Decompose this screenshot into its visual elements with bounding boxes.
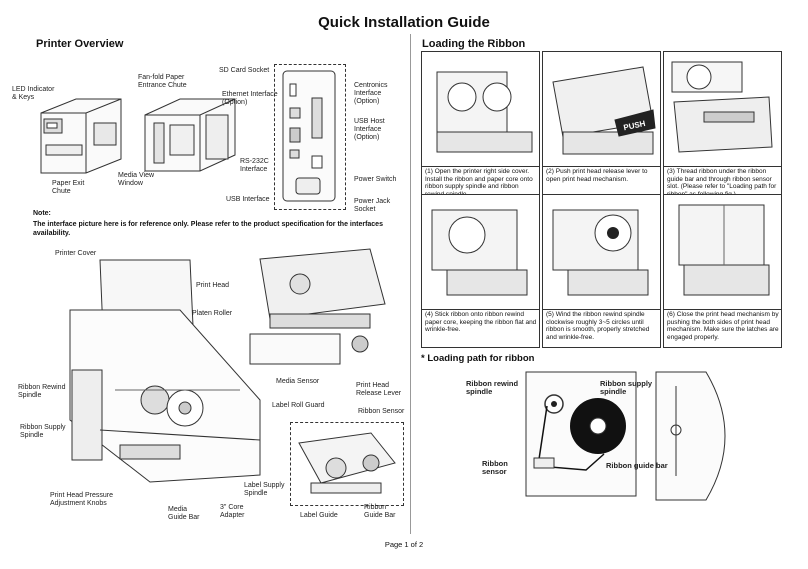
label-sd-card: SD Card Socket xyxy=(219,67,270,74)
label-label-guide: Label Guide xyxy=(300,512,338,519)
step-cell-3: (3) Thread ribbon under the ribbon guide… xyxy=(663,51,782,205)
label-media-guide-bar: Media Guide Bar xyxy=(168,506,200,521)
step-cell-5: (5) Wind the ribbon rewind spindle clock… xyxy=(542,194,661,348)
label-platen-roller: Platen Roller xyxy=(192,310,233,317)
step-6-caption: (6) Close the print head mechanism by pu… xyxy=(667,311,779,341)
label-led-indicator: LED Indicator & Keys xyxy=(12,86,55,101)
printer-rear-illustration xyxy=(140,95,240,175)
label-usb: USB Interface xyxy=(226,196,270,203)
note-heading: Note: xyxy=(33,210,51,217)
column-divider xyxy=(410,34,411,534)
step-6-illustration xyxy=(664,195,781,310)
step-cell-6: (6) Close the print head mechanism by pu… xyxy=(663,194,782,348)
note-text: The interface picture here is for refere… xyxy=(33,221,383,237)
label-paper-exit: Paper Exit Chute xyxy=(52,180,85,195)
label-print-head-release: Print Head Release Lever xyxy=(356,382,402,397)
ribbon-sensor-inset xyxy=(290,422,404,506)
label-path-rewind: Ribbon rewind spindle xyxy=(466,379,519,396)
step-1-illustration xyxy=(422,52,539,167)
label-media-sensor: Media Sensor xyxy=(276,378,320,385)
label-pressure-knobs: Print Head Pressure Adjustment Knobs xyxy=(50,492,114,507)
printer-front-illustration xyxy=(36,95,126,175)
step-5-illustration xyxy=(543,195,660,310)
loading-ribbon-heading: Loading the Ribbon xyxy=(422,38,526,50)
interface-panel-callout xyxy=(274,64,346,210)
step-cell-4: (4) Stick ribbon onto ribbon rewind pape… xyxy=(421,194,540,348)
step-2-illustration: PUSH xyxy=(543,52,660,167)
printer-interior-illustration xyxy=(60,250,270,490)
ribbon-path-diagram xyxy=(506,366,746,506)
label-print-head: Print Head xyxy=(196,282,230,289)
label-media-view-window: Media View Window xyxy=(118,172,155,187)
label-rs232: RS-232C Interface xyxy=(240,158,269,173)
label-ribbon-guide-bar: Ribbon Guide Bar xyxy=(364,504,396,519)
label-label-roll-guard: Label Roll Guard xyxy=(272,402,325,409)
label-usb-host: USB Host Interface (Option) xyxy=(354,118,385,141)
printer-overview-heading: Printer Overview xyxy=(36,38,124,50)
print-head-illustration xyxy=(240,244,390,374)
step-cell-2: PUSH (2) Push print head release lever t… xyxy=(542,51,661,205)
page-footer: Page 1 of 2 xyxy=(384,540,424,549)
step-2-caption: (2) Push print head release lever to ope… xyxy=(546,168,648,183)
label-ribbon-supply-spindle: Ribbon Supply Spindle xyxy=(20,424,66,439)
label-power-jack: Power Jack Socket xyxy=(354,198,391,213)
page-title: Quick Installation Guide xyxy=(318,14,490,31)
label-fanfold-chute: Fan-fold Paper Entrance Chute xyxy=(138,74,187,89)
label-ribbon-sensor: Ribbon Sensor xyxy=(358,408,405,415)
label-power-switch: Power Switch xyxy=(354,176,397,183)
step-4-illustration xyxy=(422,195,539,310)
label-label-supply-spindle: Label Supply Spindle xyxy=(244,482,285,497)
label-ethernet: Ethernet Interface (Option) xyxy=(222,91,278,106)
interface-panel-illustration xyxy=(282,70,336,202)
ribbon-path-heading: * Loading path for ribbon xyxy=(421,353,535,364)
label-centronics: Centronics Interface (Option) xyxy=(354,82,388,105)
label-path-guide-bar: Ribbon guide bar xyxy=(606,461,668,470)
step-5-caption: (5) Wind the ribbon rewind spindle clock… xyxy=(546,311,650,341)
step-3-illustration xyxy=(664,52,781,167)
step-cell-1: (1) Open the printer right side cover. I… xyxy=(421,51,540,205)
label-path-sensor: Ribbon sensor xyxy=(482,459,508,476)
label-path-supply: Ribbon supply spindle xyxy=(600,379,653,396)
step-4-caption: (4) Stick ribbon onto ribbon rewind pape… xyxy=(425,311,537,333)
label-printer-cover: Printer Cover xyxy=(55,250,97,257)
label-core-adapter: 3" Core Adapter xyxy=(220,504,245,519)
label-ribbon-rewind-spindle: Ribbon Rewind Spindle xyxy=(18,384,66,399)
